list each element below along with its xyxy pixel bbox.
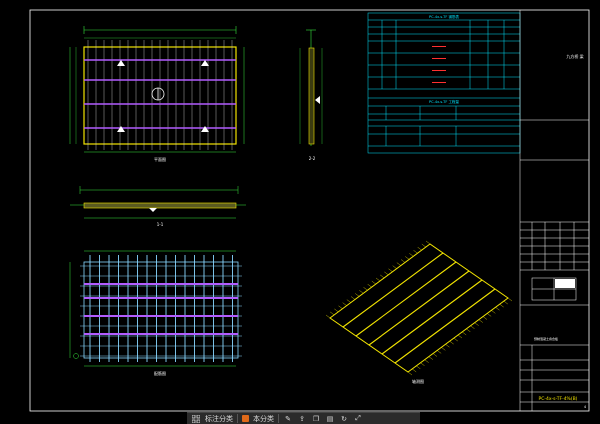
axo-tick [412, 368, 417, 373]
axo-tick [334, 308, 339, 312]
axo-tick [432, 353, 438, 357]
axo-tick [437, 350, 442, 354]
fullscreen-icon[interactable]: ⤢ [355, 414, 361, 422]
title-block-sub: 预制混凝土叠合板 [534, 336, 558, 341]
plan-view-top [69, 26, 245, 153]
axo-rebar [355, 261, 457, 337]
axo-tick [478, 319, 483, 323]
grid-icon[interactable] [191, 414, 201, 424]
axo-tick [330, 311, 335, 316]
drawing-frame [29, 9, 590, 412]
rebar-table-title: PC-4x-s-TF 钢筋表 [429, 14, 459, 19]
axo-tick [396, 262, 401, 266]
axo-rebar [368, 270, 470, 346]
axo-tick [346, 299, 351, 303]
title-block [519, 10, 589, 411]
axo-tick [425, 240, 431, 245]
axo-tick [407, 371, 413, 376]
axo-tick [413, 250, 418, 254]
axo-tick [457, 334, 463, 339]
axo-tick [428, 356, 433, 360]
axo-rebar [381, 279, 483, 355]
axo-tick [363, 287, 368, 291]
axo-tick [487, 313, 492, 317]
axo-tick [338, 305, 343, 309]
section-side-caption: 2-2 [309, 156, 316, 161]
axo-tick [359, 290, 364, 294]
axonometric-view [325, 240, 513, 376]
toolbar-divider [278, 414, 279, 423]
axo-tick [420, 362, 425, 366]
axo-tick [416, 365, 421, 369]
copy-icon[interactable]: ❐ [312, 414, 320, 423]
plan-view-rebar [69, 250, 242, 367]
axo-tick [388, 268, 393, 272]
axo-tick [503, 300, 508, 305]
axo-tick [371, 280, 376, 285]
axo-tick [491, 310, 496, 314]
toolbar-divider [237, 414, 238, 423]
title-block-fill [555, 279, 575, 288]
axo-tick [482, 316, 488, 320]
plan-top-caption: 平面图 [154, 156, 166, 162]
axo-tick [499, 304, 504, 308]
title-block-name: 九方桥 梁 [566, 53, 583, 59]
rebar-table [367, 12, 521, 154]
axo-tick [417, 247, 422, 251]
section-view-side [299, 29, 323, 146]
axo-tick [466, 328, 471, 332]
layers-icon[interactable]: ▤ [326, 414, 334, 423]
axo-tick [449, 341, 454, 345]
axo-tick [474, 322, 479, 326]
axo-rebar [342, 252, 444, 328]
axo-tick [409, 253, 414, 257]
drawing-code: PC-4x-s-TF-4%(B) [539, 396, 578, 402]
axo-tick [350, 296, 356, 300]
axo-tick [441, 347, 446, 351]
axo-tick [462, 331, 467, 336]
axo-tick [470, 325, 475, 329]
rotate-icon[interactable]: ↻ [341, 414, 347, 423]
axo-tick [405, 256, 410, 260]
axo-tick [421, 243, 426, 248]
share-icon[interactable]: ⇪ [299, 414, 305, 423]
axo-tick [495, 307, 500, 311]
edit-icon[interactable]: ✎ [285, 414, 291, 423]
axo-tick [367, 284, 372, 288]
axo-tick [384, 271, 389, 275]
axo-tick [400, 259, 406, 263]
current-category-button[interactable]: 本分类 [253, 414, 274, 423]
cad-toolbar: 标注分类 本分类 ✎ ⇪ ❐ ▤ ↻ ⤢ [187, 412, 420, 424]
plan-bottom-caption: 配筋图 [154, 370, 166, 376]
axo-tick [507, 297, 513, 302]
axo-tick [424, 359, 429, 363]
rebar-table-red-marks [432, 46, 446, 83]
axo-tick [325, 314, 331, 319]
axo-caption: 轴测图 [412, 378, 424, 384]
section-long-caption: 1-1 [157, 222, 164, 227]
axo-tick [375, 277, 381, 282]
annotation-category-button[interactable]: 标注分类 [205, 414, 233, 423]
rebar-table-title2: PC-4x-s-TF 工程量 [429, 99, 459, 104]
axo-rebar [394, 288, 496, 364]
axo-tick [392, 265, 397, 269]
axo-tick [380, 274, 385, 279]
section-view-long [70, 186, 246, 219]
axo-tick [342, 302, 347, 306]
category-color-icon [242, 415, 249, 422]
axo-tick [445, 344, 450, 348]
page-number: 4 [584, 405, 587, 409]
axo-tick [355, 293, 360, 297]
axo-tick [453, 337, 458, 342]
